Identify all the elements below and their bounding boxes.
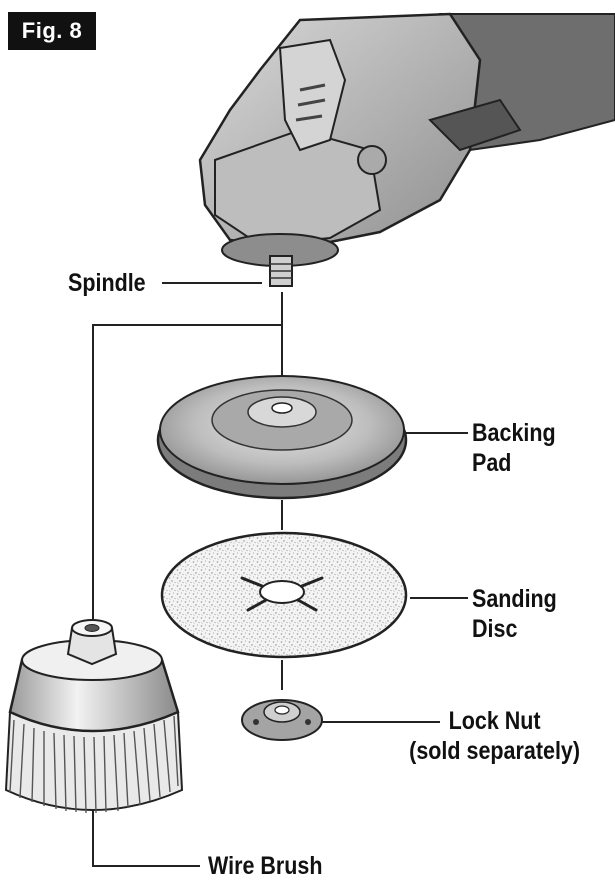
wire-brush-bristle-strokes: [9, 715, 179, 814]
wire-brush-assembly-line: [92, 292, 283, 620]
grinder-side-handle-boss: [357, 145, 387, 175]
angle-grinder: [198, 12, 615, 287]
label-sanding-disc: Sanding Disc: [472, 585, 557, 643]
label-wire-brush: Wire Brush: [208, 852, 323, 880]
label-spindle: Spindle: [68, 269, 146, 297]
wire-brush-threaded-bore: [84, 624, 100, 632]
grinder-top-ridge: [278, 38, 347, 152]
figure-number-badge: Fig. 8: [8, 12, 96, 50]
backing-pad: [156, 375, 408, 500]
lock-nut: [241, 699, 323, 741]
wire-brush: [4, 619, 184, 814]
label-backing-pad: Backing Pad: [472, 419, 556, 477]
lock-nut-pin-hole-right: [305, 719, 311, 725]
lock-nut-bore: [274, 705, 290, 715]
lock-nut-pin-hole-left: [253, 719, 259, 725]
label-lock-nut: Lock Nut (sold separately): [409, 707, 581, 765]
sanding-disc-slots: [240, 576, 324, 612]
grinder-vent-slots: [295, 83, 326, 122]
sanding-disc: [160, 531, 408, 659]
sanding-disc-center-hole: [259, 580, 305, 604]
wire-brush-leader: [92, 808, 200, 867]
backing-pad-bore: [271, 402, 293, 414]
spindle-threads: [270, 263, 292, 279]
grinder-grip-band: [428, 98, 522, 152]
